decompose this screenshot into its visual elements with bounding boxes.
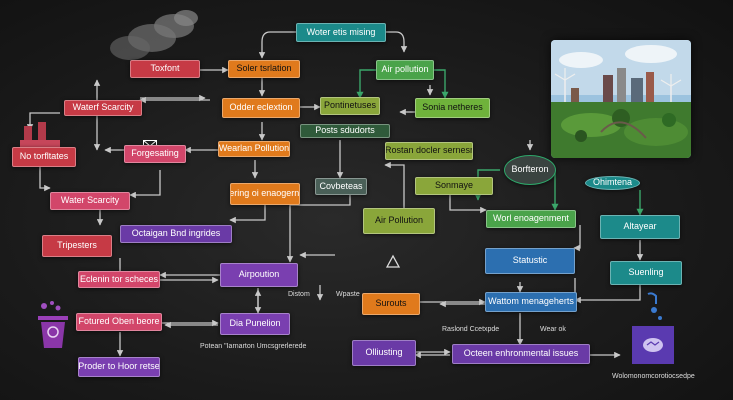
label-poteon-row: Potean "Iarnarton Umcsgrerlerede [200,343,307,350]
node-no-torfltates[interactable]: No torfltates [12,147,76,167]
node-economic-schemes[interactable]: Eclenin tor scheces [78,271,160,288]
node-work-management[interactable]: Worl enoagenment [486,210,576,228]
label-bottom-right: Wolomonomcorotiocsedpe [612,373,695,380]
node-statustic[interactable]: Statustic [485,248,575,274]
node-solar-station[interactable]: Soler tsrlation [228,60,300,78]
node-octesn-environment[interactable]: Octeen enhronmental issues [452,344,590,364]
node-airpoution[interactable]: Airpoution [220,263,298,287]
label-raslone-ccexpote: Raslond Ccetxpde [442,326,500,333]
node-dla-punelion[interactable]: Dia Punelion [220,313,290,335]
node-borfteron[interactable]: Borfteron [504,155,556,185]
trash-bin-icon [32,300,74,350]
node-air-pollution-mid[interactable]: Air Pollution [363,208,435,234]
label-wpaste: Wpaste [336,291,360,298]
node-toxfont[interactable]: Toxfont [130,60,200,78]
node-pontinetuses[interactable]: Pontinetuses [320,97,380,115]
node-octaigan[interactable]: Octaigan Bnd ingrides [120,225,232,243]
node-altayear[interactable]: Altayear [600,215,680,239]
node-sonmaye[interactable]: Sonmaye [415,177,493,195]
node-wattom-managements[interactable]: Wattom menageherts [485,292,577,312]
node-rosten-dector[interactable]: Rostan docler sernesr [385,142,473,160]
water-tank-icon [630,290,676,366]
node-suentling[interactable]: Suenling [610,261,682,285]
node-storsuts[interactable]: Surouts [362,293,420,315]
node-chimtena[interactable]: Ohimtena [585,176,640,190]
smoke-cloud-icon [100,8,200,66]
recycle-icon [384,254,402,270]
node-water-missing[interactable]: Woter etis mising [296,23,386,42]
node-wearlan-pollution[interactable]: Wearlan Pollution [218,141,290,157]
landscape-photo [551,40,691,158]
label-wear-ok: Wear ok [540,326,566,333]
node-using-management[interactable]: Usering oi enaogernent [230,183,300,205]
node-proder-hoor[interactable]: Proder to Hoor retse [78,357,160,377]
node-covbeteas[interactable]: Covbeteas [315,178,367,195]
node-tripesters[interactable]: Tripesters [42,235,112,257]
node-sonia-netheres[interactable]: Sonia netheres [415,98,490,118]
node-air-pollution-top[interactable]: Air pollution [376,60,434,80]
node-water-scarcity-top[interactable]: Waterf Scarcity [64,100,142,116]
node-ollrsuting[interactable]: Olliusting [352,340,416,366]
node-posts-students[interactable]: Posts sdudorts [300,124,390,138]
node-forgesating[interactable]: Forgesating [124,145,186,163]
label-distom: Distom [288,291,310,298]
node-fostured-oben[interactable]: Fotured Oben beore [76,313,162,331]
node-order-selection[interactable]: Odder eclextion [222,98,300,118]
node-water-scarcity-mid[interactable]: Water Scarcity [50,192,130,210]
